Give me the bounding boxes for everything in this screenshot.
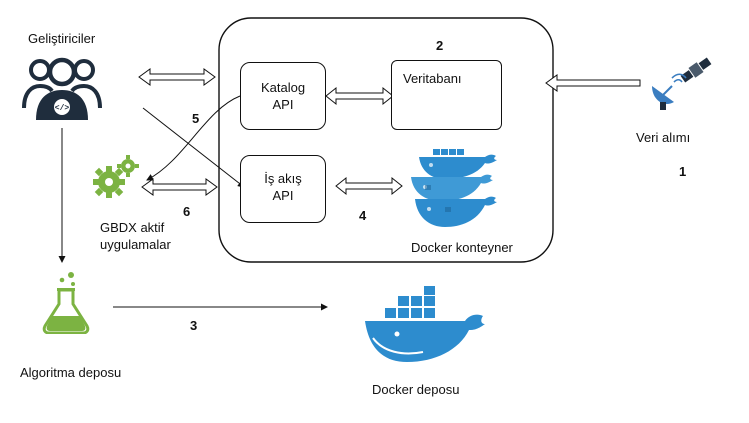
catalog-api-label-line1: Katalog [260, 80, 306, 95]
step-number-6: 6 [183, 204, 191, 219]
catalog-api-label: Katalog API [240, 79, 326, 113]
workflow-api-label-line2: API [272, 188, 294, 203]
docker-whale-icon [365, 286, 485, 362]
svg-text:</>: </> [55, 104, 70, 113]
developers-label: Geliştiriciler [28, 31, 96, 46]
gears-workflow-double-arrow [141, 178, 218, 196]
developers-group-icon: </> [22, 50, 102, 122]
catalog-gears-curve [146, 95, 241, 181]
gbdx-apps-label-line1: GBDX aktif [100, 220, 165, 235]
gears-icon [93, 155, 139, 198]
satellite-icon [652, 57, 712, 110]
catalog-api-label-line2: API [272, 97, 294, 112]
database-label: Veritabanı [403, 71, 462, 86]
dev-workflow-line [142, 107, 245, 188]
workflow-api-label-line1: İş akış [264, 171, 302, 186]
workflow-docker-double-arrow [335, 176, 403, 196]
satellite-database-arrow [545, 74, 641, 92]
docker-containers-icon [411, 149, 497, 227]
gbdx-apps-label-line2: uygulamalar [100, 237, 171, 252]
database-box [391, 60, 502, 130]
dev-catalog-double-arrow [138, 68, 216, 86]
step-number-2: 2 [436, 38, 444, 53]
algorithm-repo-label: Algoritma deposu [20, 365, 122, 380]
flask-icon [42, 272, 90, 334]
docker-container-frame [218, 17, 554, 263]
workflow-api-box [240, 155, 326, 223]
catalog-api-box [240, 62, 326, 130]
catalog-database-double-arrow [325, 86, 394, 106]
gbdx-apps-label: GBDX aktif uygulamalar [100, 219, 171, 253]
step-number-3: 3 [190, 318, 198, 333]
workflow-api-label: İş akış API [240, 170, 326, 204]
step-number-5: 5 [192, 111, 200, 126]
step-number-1: 1 [679, 164, 687, 179]
docker-repo-label: Docker deposu [372, 382, 460, 397]
data-acquisition-label: Veri alımı [636, 130, 691, 145]
docker-container-label: Docker konteyner [411, 240, 513, 255]
step-number-4: 4 [359, 208, 367, 223]
